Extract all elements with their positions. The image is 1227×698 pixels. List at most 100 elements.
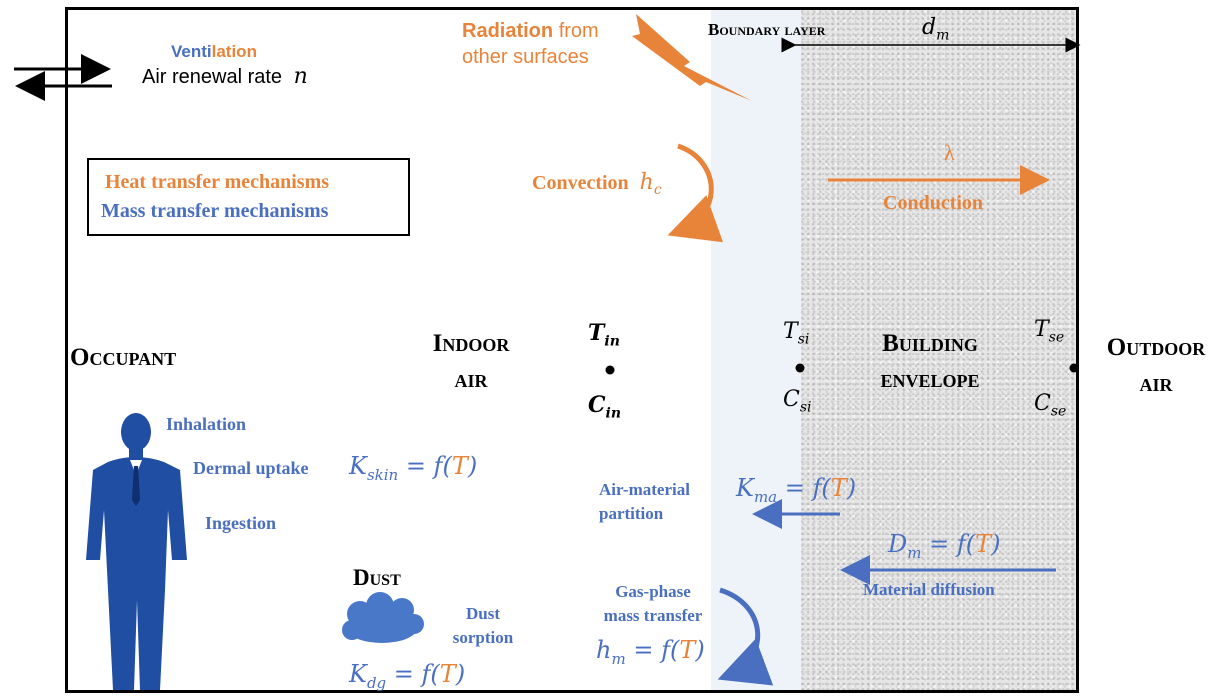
convection-arrow-icon (667, 143, 724, 243)
gas-phase-arrow-icon (717, 587, 774, 686)
conduction-label: Conduction (883, 192, 984, 214)
k-ma-sub: ma (753, 487, 778, 506)
t-in-symbol: T (588, 320, 605, 346)
occupant-label: Occupant (70, 344, 177, 371)
d-m-symbol: D (888, 530, 908, 558)
indoor-air-node (605, 365, 615, 375)
radiation-rest2: other surfaces (462, 46, 589, 68)
dust-sorption-line2: sorption (452, 628, 514, 647)
k-skin-equation: Kskin = f(T) (349, 452, 477, 484)
outer-surface-node (1069, 363, 1079, 373)
dust-cloud-icon (342, 592, 424, 643)
dermal-uptake-label: Dermal uptake (193, 458, 309, 478)
radiation-bolt-icon (632, 14, 752, 101)
k-ma-equation: Kma = f(T) (736, 474, 856, 506)
dust-label: Dust (353, 565, 401, 590)
legend-mass-label: Mass transfer mechanisms (101, 200, 329, 222)
ingestion-label: Ingestion (205, 513, 277, 533)
lambda-symbol: λ (944, 140, 955, 165)
k-dg-mid: = f( (386, 660, 440, 688)
c-si-sub: si (799, 399, 812, 416)
boundary-layer-label: Boundary layer (708, 20, 826, 39)
inhalation-label: Inhalation (166, 414, 247, 434)
air-material-label: Air-material partition (599, 478, 690, 526)
k-skin-sub: skin (366, 465, 399, 484)
c-si-symbol: C (783, 387, 800, 412)
d-m-sub: m (907, 543, 922, 562)
inner-surface-node (795, 363, 805, 373)
k-dg-sub: dg (366, 673, 387, 692)
k-ma-end: ) (846, 474, 857, 502)
k-ma-T: T (830, 474, 847, 502)
h-m-end: ) (695, 636, 705, 664)
c-se-label: Cse (1034, 390, 1066, 419)
radiation-rest1: from (558, 20, 599, 42)
legend-heat-label: Heat transfer mechanisms (105, 171, 330, 193)
h-m-symbol: h (596, 636, 612, 664)
legend-box: Heat transfer mechanisms Mass transfer m… (87, 158, 410, 236)
t-se-sub: se (1048, 329, 1065, 346)
gas-phase-line1: Gas-phase (615, 582, 691, 601)
k-skin-symbol: K (349, 452, 367, 480)
ventilation-arrows-icon (14, 54, 112, 101)
air-renewal-label: Air renewal rate n (142, 64, 308, 89)
d-m-mid: = f( (921, 530, 976, 558)
t-in-label: Tin (588, 320, 620, 349)
k-ma-mid: = f( (777, 474, 831, 502)
c-se-symbol: C (1034, 391, 1051, 416)
k-dg-symbol: K (349, 660, 367, 688)
d-m-T: T (975, 530, 992, 558)
outdoor-air-label: Outdoor air (1106, 334, 1206, 397)
air-renewal-text: Air renewal rate (142, 66, 283, 88)
k-skin-end: ) (467, 452, 478, 480)
building-envelope-label: Building envelope (880, 330, 980, 393)
dust-sorption-label: Dust sorption (443, 602, 523, 650)
t-se-symbol: T (1034, 317, 1049, 342)
convection-symbol: h (639, 170, 654, 195)
c-in-symbol: C (588, 392, 606, 418)
h-m-mid: = f( (625, 636, 680, 664)
h-m-equation: hm = f(T) (596, 636, 705, 668)
air-material-line1: Air-material (599, 480, 690, 499)
indoor-air-label: Indoor air (432, 330, 510, 393)
k-dg-T: T (439, 660, 456, 688)
convection-label: Convection hc (532, 170, 662, 198)
boundary-layer-region (711, 10, 801, 690)
radiation-word: Radiation (462, 20, 554, 42)
building-envelope-region (801, 10, 1076, 690)
radiation-label: Radiation from other surfaces (462, 18, 599, 70)
d-m-end: ) (991, 530, 1001, 558)
convection-word: Convection (532, 172, 629, 194)
k-skin-T: T (451, 452, 468, 480)
ventilation-part1: Venti (171, 42, 212, 61)
thickness-sub: m (936, 27, 950, 44)
air-material-line2: partition (599, 504, 664, 523)
h-m-T: T (679, 636, 696, 664)
occupant-silhouette-icon (86, 413, 187, 690)
k-skin-mid: = f( (398, 452, 452, 480)
d-m-equation: Dm = f(T) (888, 530, 1001, 562)
ventilation-label: Ventilation (171, 42, 257, 62)
ventilation-part2: lation (211, 42, 257, 61)
air-renewal-symbol: n (293, 64, 308, 89)
dust-sorption-line1: Dust (465, 604, 500, 623)
h-m-sub: m (611, 649, 626, 668)
material-diffusion-label: Material diffusion (863, 580, 995, 599)
k-dg-end: ) (455, 660, 466, 688)
c-in-label: Cin (588, 392, 621, 421)
thickness-label: dm (922, 14, 949, 43)
c-se-sub: se (1050, 403, 1067, 420)
gas-phase-label: Gas-phase mass transfer (588, 580, 718, 628)
room-frame (65, 7, 1079, 693)
t-si-sub: si (797, 331, 810, 348)
k-dg-equation: Kdg = f(T) (349, 660, 465, 692)
c-in-sub: in (605, 405, 622, 422)
t-si-symbol: T (783, 319, 798, 344)
k-ma-symbol: K (736, 474, 754, 502)
t-si-label: Tsi (783, 318, 809, 347)
gas-phase-line2: mass transfer (603, 606, 703, 625)
t-se-label: Tse (1034, 316, 1064, 345)
c-si-label: Csi (783, 386, 812, 415)
thickness-symbol: d (922, 15, 937, 40)
